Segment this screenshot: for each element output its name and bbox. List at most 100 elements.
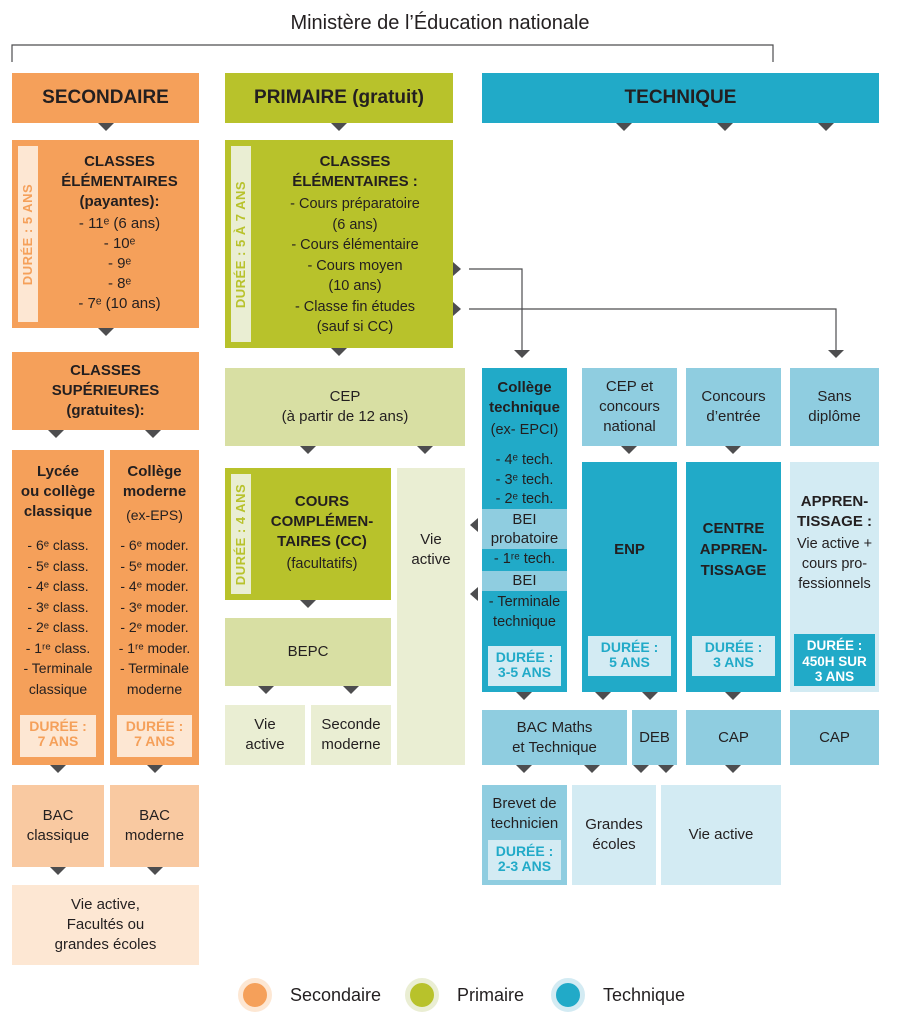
enp-box: ENP DURÉE : 5 ANS [582,462,677,692]
arrow-down [514,350,530,358]
lycee-classique: Lycée ou collège classique - 6ᵉ class. -… [12,450,104,765]
arrow-down [48,430,64,438]
arrow-down [145,430,161,438]
brevet-title: Brevet de technicien [490,795,559,832]
legend-dot-secondaire [238,978,272,1012]
college-duration: DURÉE : 7 ANS [117,715,192,757]
arrow-down [343,686,359,694]
secondaire-header: SECONDAIRE [12,73,199,123]
arrow-down [725,692,741,700]
title-bracket [11,44,774,62]
bac-classique: BAC classique [12,785,104,867]
centre-duration: DURÉE : 3 ANS [692,636,775,676]
arrow-down [417,446,433,454]
deb-box: DEB [632,710,677,765]
technique-header: TECHNIQUE [482,73,879,123]
legend-dot-primaire [405,978,439,1012]
bei-probatoire: BEI probatoire [482,509,567,549]
ct-item-1re: - 1ʳᵉ tech. [493,551,556,567]
app-title: APPREN- TISSAGE : [796,493,872,530]
vie-active-tall: Vie active [397,468,465,765]
arrow-down [621,446,637,454]
arrow-down [717,123,733,131]
primaire-header: PRIMAIRE (gratuit) [225,73,453,123]
secondaire-outcome: Vie active, Facultés ou grandes écoles [12,885,199,965]
enp-title: ENP [614,541,645,558]
bac-moderne: BAC moderne [110,785,199,867]
lycee-duration: DURÉE : 7 ANS [20,715,96,757]
brevet-technicien: Brevet de technicien DURÉE : 2-3 ANS [482,785,567,885]
legend-label-secondaire: Secondaire [290,985,382,1005]
elem-items: - Cours préparatoire (6 ans) - Cours élé… [290,196,420,335]
secondaire-superieures: CLASSES SUPÉRIEURES (gratuites): [12,352,199,430]
elem-title: CLASSES ÉLÉMENTAIRES : [292,153,418,190]
bepc-box: BEPC [225,618,391,686]
arrow-down [147,765,163,773]
arrow-down [584,765,600,773]
bei-box: BEI [482,571,567,591]
cap-centre: CAP [686,710,781,765]
arrow-down [516,692,532,700]
cc-sub: (facultatifs) [286,556,358,572]
arrow-right [453,302,461,316]
elem-title: CLASSES ÉLÉMENTAIRES (payantes): [61,153,178,210]
centre-title: CENTRE APPREN- TISSAGE [699,520,768,579]
arrow-down [725,446,741,454]
ct-title: Collège technique [489,379,560,416]
legend-label-technique: Technique [603,985,686,1005]
centre-apprentissage: CENTRE APPREN- TISSAGE DURÉE : 3 ANS [686,462,781,692]
seconde-moderne: Seconde moderne [311,705,391,765]
concours-entree: Concours d’entrée [686,368,781,446]
arrow-down [633,765,649,773]
brevet-duration: DURÉE : 2-3 ANS [488,840,561,880]
arrow-down [658,765,674,773]
arrow-down [516,765,532,773]
cep-concours: CEP et concours national [582,368,677,446]
ct-sub: (ex- EPCI) [490,422,559,438]
cc-title: COURS COMPLÉMEN- TAIRES (CC) [270,493,374,550]
arrow-down [98,123,114,131]
ct-item-term: - Terminale technique [488,594,561,630]
arrow-down [725,765,741,773]
apprentissage: APPREN- TISSAGE : Vie active + cours pro… [790,462,879,692]
diagram-title: Ministère de l’Éducation nationale [290,12,590,34]
ct-duration: DURÉE : 3-5 ANS [488,646,561,686]
college-moderne: Collège moderne (ex-EPS) - 6ᵉ moder. - 5… [110,450,199,765]
arrow-down [818,123,834,131]
arrow-down [331,123,347,131]
ct-items: - 4ᵉ tech. - 3ᵉ tech. - 2ᵉ tech. [495,452,554,507]
arrow-down [50,867,66,875]
duration-text: DURÉE : 4 ANS [233,483,249,585]
elem-items: - 11ᵉ (6 ans) - 10ᵉ - 9ᵉ - 8ᵉ - 7ᵉ (10 a… [78,215,161,312]
arrow-left [470,587,478,601]
vie-active-technique: Vie active [661,785,781,885]
sans-diplome: Sans diplôme [790,368,879,446]
arrow-down [642,692,658,700]
cep-box: CEP (à partir de 12 ans) [225,368,465,446]
legend-label-primaire: Primaire [457,985,525,1005]
arrow-down [595,692,611,700]
college-items: - 6ᵉ moder. - 5ᵉ moder. - 4ᵉ moder. - 3ᵉ… [118,537,191,697]
lycee-title: Lycée ou collège classique [20,463,96,520]
secondaire-elementaires: DURÉE : 5 ANS CLASSES ÉLÉMENTAIRES (paya… [12,140,199,328]
app-sub: Vie active + cours pro- fessionnels [796,536,873,592]
cap-apprentissage: CAP [790,710,879,765]
arrow-down [616,123,632,131]
connector-lines [469,268,837,350]
app-duration: DURÉE : 450H SUR 3 ANS [794,634,875,686]
arrow-down [331,348,347,356]
arrow-down [300,446,316,454]
vie-active-box: Vie active [225,705,305,765]
cours-complementaires: DURÉE : 4 ANS COURS COMPLÉMEN- TAIRES (C… [225,468,391,600]
college-technique: Collège technique (ex- EPCI) - 4ᵉ tech. … [482,368,567,692]
primaire-elementaires: DURÉE : 5 À 7 ANS CLASSES ÉLÉMENTAIRES :… [225,140,453,348]
bac-maths: BAC Maths et Technique [482,710,627,765]
arrow-down [258,686,274,694]
duration-tab: DURÉE : 5 À 7 ANS [231,146,251,342]
college-sub: (ex-EPS) [126,507,183,523]
arrow-down [300,600,316,608]
legend-dot-technique [551,978,585,1012]
grandes-ecoles: Grandes écoles [572,785,656,885]
arrow-down [98,328,114,336]
duration-tab: DURÉE : 5 ANS [18,146,38,322]
